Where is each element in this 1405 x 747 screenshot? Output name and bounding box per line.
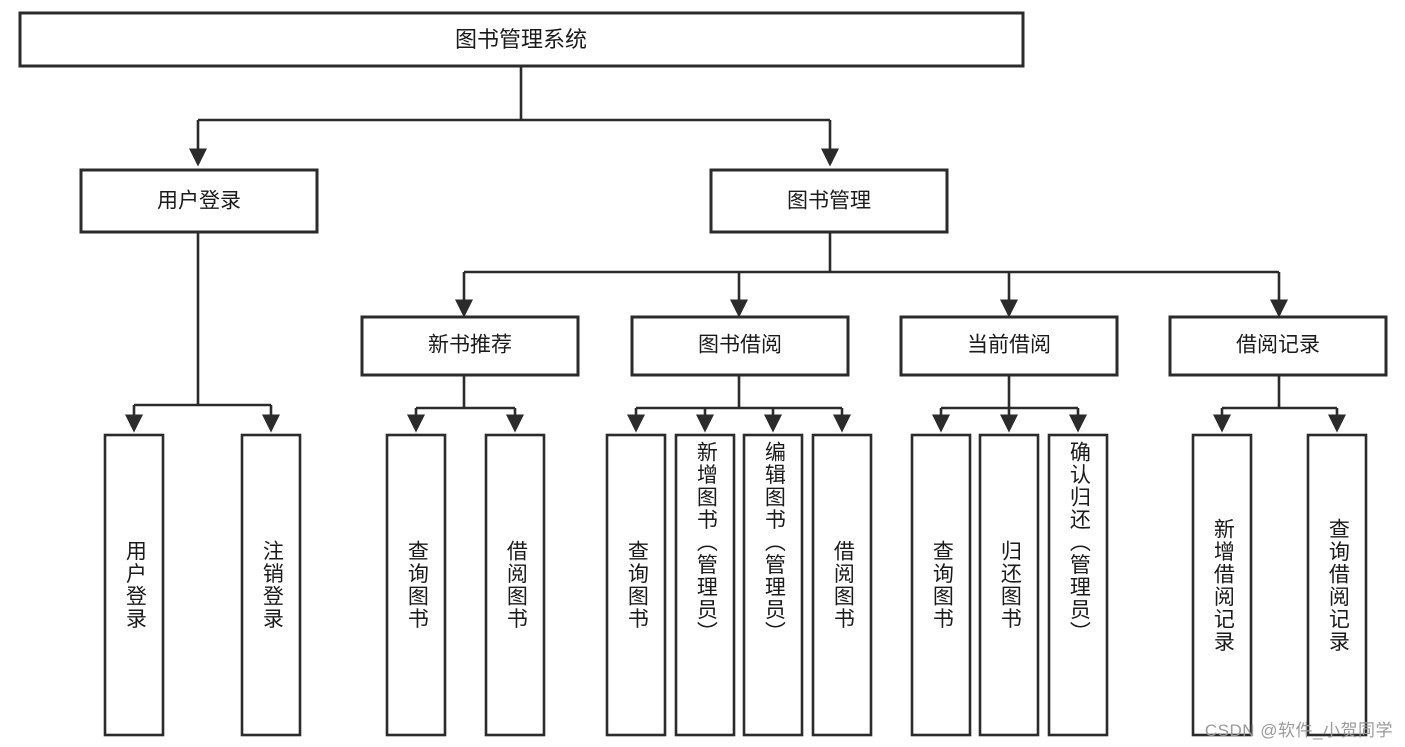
leaf-box-logout[interactable] xyxy=(240,433,302,737)
leaf-box-confirm-return[interactable] xyxy=(1047,433,1109,737)
leaf-box-add-book[interactable] xyxy=(674,433,736,737)
connector-layer xyxy=(124,66,1347,433)
node-new-book-recommend-box[interactable] xyxy=(360,315,580,377)
node-user-login[interactable]: 用户登录 xyxy=(79,168,319,234)
node-book-borrow[interactable]: 图书借阅 xyxy=(630,315,850,377)
node-borrow-record-box[interactable] xyxy=(1168,315,1388,377)
node-new-book-recommend[interactable]: 新书推荐 xyxy=(360,315,580,377)
leaf-box-query-record[interactable] xyxy=(1306,433,1368,737)
node-book-management[interactable]: 图书管理 xyxy=(709,168,949,234)
node-borrow-record-label: 借阅记录 xyxy=(1236,334,1320,357)
node-current-borrow-label: 当前借阅 xyxy=(967,334,1051,357)
watermark-text: CSDN @软件_小贺同学 xyxy=(1204,721,1393,740)
node-book-management-label: 图书管理 xyxy=(787,190,871,213)
node-current-borrow[interactable]: 当前借阅 xyxy=(899,315,1119,377)
leaf-box-query-book-2[interactable] xyxy=(605,433,667,737)
leaf-box-return-book[interactable] xyxy=(978,433,1040,737)
leaf-boxes xyxy=(103,433,1368,737)
node-root[interactable]: 图书管理系统 xyxy=(18,11,1025,68)
node-user-login-box[interactable] xyxy=(79,168,319,234)
leaf-box-edit-book[interactable] xyxy=(742,433,804,737)
node-book-management-box[interactable] xyxy=(709,168,949,234)
node-root-label: 图书管理系统 xyxy=(455,27,587,52)
node-book-borrow-label: 图书借阅 xyxy=(698,334,782,357)
leaf-box-borrow-book-2[interactable] xyxy=(811,433,873,737)
node-book-borrow-box[interactable] xyxy=(630,315,850,377)
node-new-book-recommend-label: 新书推荐 xyxy=(428,334,512,357)
node-borrow-record[interactable]: 借阅记录 xyxy=(1168,315,1388,377)
leaf-box-borrow-book-1[interactable] xyxy=(484,433,546,737)
leaf-box-query-book-3[interactable] xyxy=(910,433,972,737)
leaf-box-query-book-1[interactable] xyxy=(385,433,447,737)
node-root-box[interactable] xyxy=(18,11,1025,68)
leaf-box-add-record[interactable] xyxy=(1191,433,1253,737)
node-user-login-label: 用户登录 xyxy=(157,190,241,213)
leaf-box-user-login[interactable] xyxy=(103,433,165,737)
node-current-borrow-box[interactable] xyxy=(899,315,1119,377)
